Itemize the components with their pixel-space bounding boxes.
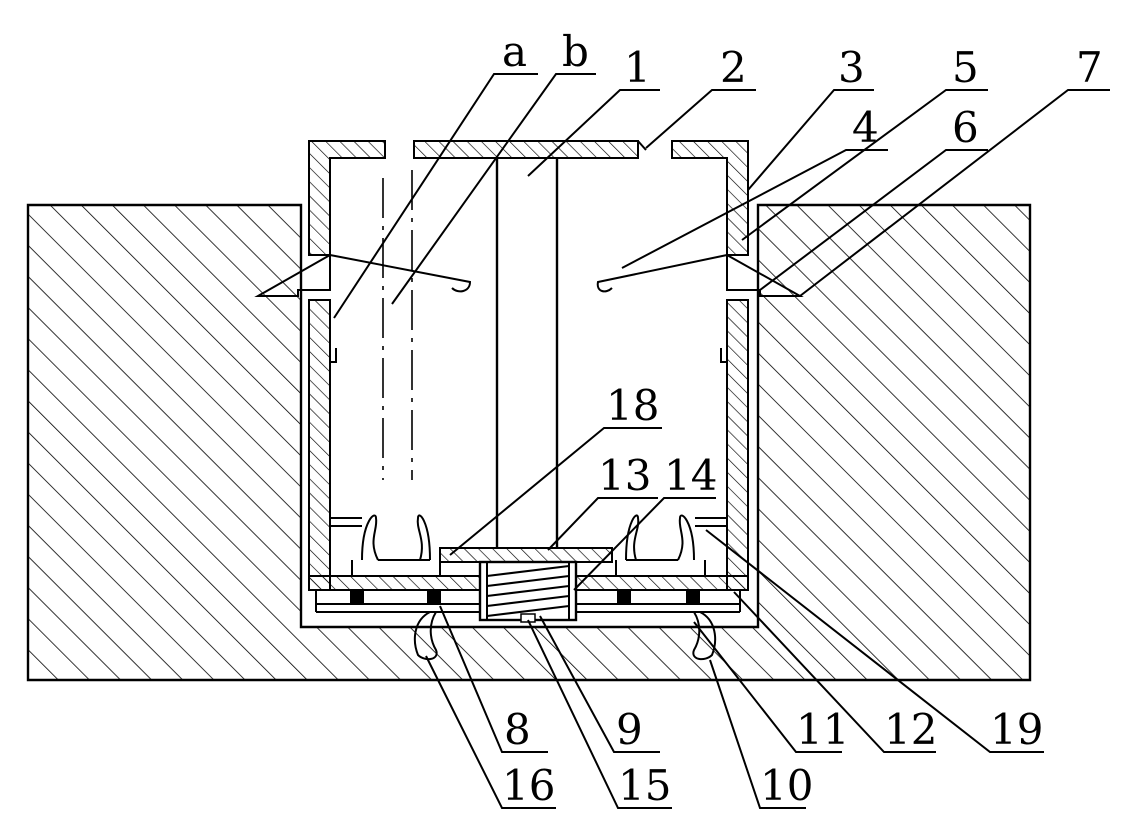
label-15: 15 [618, 761, 671, 810]
centerlines [382, 170, 413, 480]
container-housing [308, 140, 749, 613]
ground-block [26, 203, 1032, 682]
label-13: 13 [598, 451, 651, 500]
label-8: 8 [504, 705, 531, 754]
central-shaft [439, 158, 613, 563]
label-10: 10 [760, 761, 813, 810]
label-16: 16 [502, 761, 555, 810]
label-11: 11 [796, 705, 849, 754]
label-1: 1 [624, 43, 651, 92]
label-14: 14 [664, 451, 717, 500]
label-7: 7 [1076, 43, 1103, 92]
label-18: 18 [606, 381, 659, 430]
label-2: 2 [720, 43, 747, 92]
leader-lines [333, 73, 1110, 809]
nozzles [413, 611, 717, 661]
label-b: b [562, 27, 589, 76]
claws [330, 514, 727, 576]
label-9: 9 [616, 705, 643, 754]
spring-housing [478, 560, 578, 623]
label-a: a [502, 27, 527, 76]
label-3: 3 [838, 43, 865, 92]
label-6: 6 [952, 103, 979, 152]
side-anchors [254, 253, 804, 363]
label-12: 12 [884, 705, 937, 754]
seals [350, 591, 700, 603]
label-4: 4 [852, 103, 879, 152]
label-19: 19 [990, 705, 1043, 754]
label-5: 5 [952, 43, 979, 92]
